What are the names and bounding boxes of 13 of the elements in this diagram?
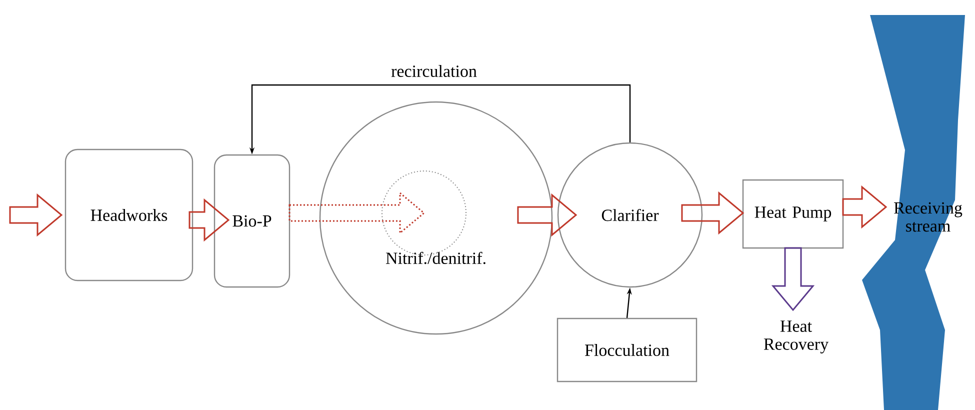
rounded-box: Headworks [64, 148, 194, 282]
rounded-box: Bio-P [214, 154, 290, 288]
process-box: Heat Pump [742, 179, 844, 249]
edge-label: recirculation [390, 64, 478, 78]
block-arrow [681, 191, 744, 235]
block-arrow [771, 247, 815, 312]
block-arrow [288, 191, 426, 235]
output-label: Heat Recovery [764, 320, 829, 354]
block-arrow [9, 193, 63, 237]
block-arrow [188, 198, 230, 242]
block-arrow [517, 193, 578, 237]
block-arrow [842, 185, 888, 229]
process-box: Flocculation [556, 318, 698, 382]
